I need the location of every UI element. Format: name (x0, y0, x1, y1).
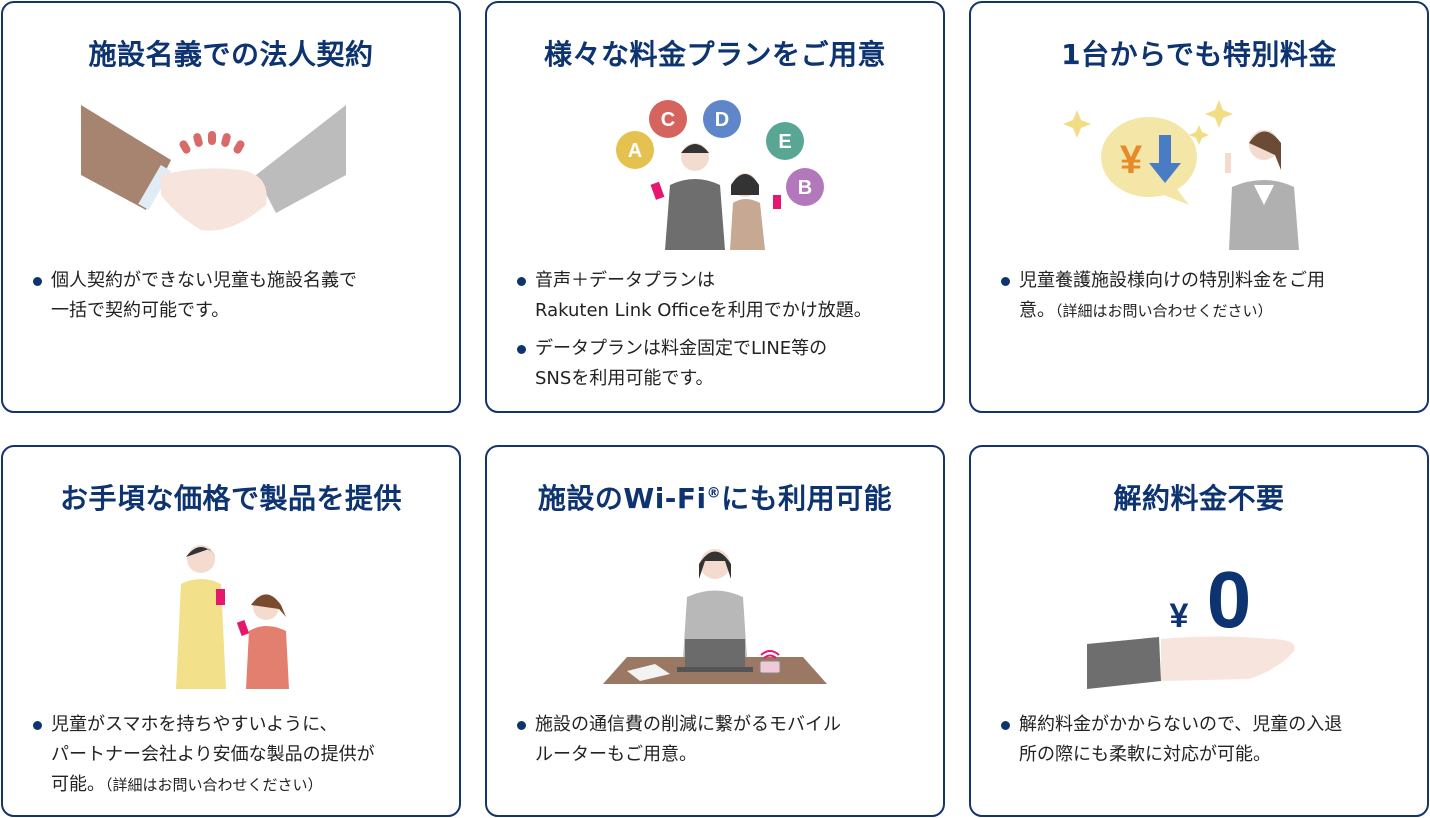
bullet-note: （詳細はお問い合わせください） (105, 776, 323, 794)
bullet-line-text: 意。 (1019, 300, 1055, 321)
card-title: 施設名義での法人契約 (88, 38, 374, 71)
bullet-item: 個人契約ができない児童も施設名義で一括で契約可能です。 (31, 266, 447, 326)
bullet-list: 児童養護施設様向けの特別料金をご用意。（詳細はお問い合わせください） (999, 266, 1415, 334)
yen-icon: ¥ (1170, 597, 1189, 635)
card-special-price: 1台からでも特別料金 ¥ 児童養護施設様向けの特別料金をご用意。（詳細はお問い合… (969, 1, 1429, 413)
card-title: お手頃な価格で製品を提供 (59, 482, 402, 515)
desk-router-illustration (603, 549, 827, 684)
card-title: 1台からでも特別料金 (1061, 38, 1337, 71)
bullet-item: 施設の通信費の削減に繋がるモバイルルーターもご用意。 (515, 710, 931, 770)
bullet-dot-icon (1001, 721, 1010, 730)
bullet-dot-icon (1001, 277, 1010, 286)
yen-icon: ¥ (1120, 138, 1143, 182)
bullet-line: 個人契約ができない児童も施設名義で (51, 270, 357, 291)
bullet-line: 児童養護施設様向けの特別料金をご用 (1019, 270, 1325, 291)
bullet-line: 児童がスマホを持ちやすいように、 (51, 714, 338, 735)
bullet-dot-icon (517, 345, 526, 354)
card-title: 施設のWi-Fi®にも利用可能 (487, 477, 943, 517)
parent-child-illustration (176, 545, 289, 689)
bullet-line: 一括で契約可能です。 (51, 300, 230, 321)
bullet-line: SNSを利用可能です。 (535, 368, 714, 389)
bullet-line: 可能。（詳細はお問い合わせください） (51, 770, 447, 800)
bullet-line: データプランは料金固定でLINE等の (535, 338, 828, 359)
card-title: 様々な料金プランをご用意 (543, 38, 886, 71)
zero-amount: 0 (1207, 555, 1252, 644)
bullet-line: ルーターもご用意。 (535, 744, 697, 765)
bullet-dot-icon (517, 277, 526, 286)
bullet-line: Rakuten Link Officeを利用でかけ放題。 (535, 300, 872, 321)
bullet-line: 意。（詳細はお問い合わせください） (1019, 296, 1415, 326)
bullet-item: 音声＋データプランは Rakuten Link Officeを利用でかけ放題。 (515, 266, 931, 326)
bullet-line: 音声＋データプランは (535, 270, 715, 291)
card-corporate-contract: 施設名義での法人契約 個人契約ができない児童も施設名義で一括で契約可能です。 (1, 1, 461, 413)
card-price-plans: 様々な料金プランをご用意 A C D E B 音声＋データプランは Rakuten… (485, 1, 945, 413)
zero-yen-illustration: ¥ 0 (1087, 555, 1295, 689)
bullet-line: パートナー会社より安価な製品の提供が (51, 744, 375, 765)
bullet-list: 個人契約ができない児童も施設名義で一括で契約可能です。 (31, 266, 447, 334)
title-text: にも利用可能 (721, 482, 893, 515)
bullet-dot-icon (517, 721, 526, 730)
bubble-a: A (628, 140, 642, 162)
bubble-c: C (661, 109, 675, 131)
bubble-d: D (715, 109, 729, 131)
bullet-list: 施設の通信費の削減に繋がるモバイルルーターもご用意。 (515, 710, 931, 778)
bubble-b: B (798, 177, 812, 199)
bullet-dot-icon (33, 277, 42, 286)
bullet-list: 児童がスマホを持ちやすいように、パートナー会社より安価な製品の提供が可能。（詳細… (31, 710, 447, 808)
card-affordable-products: お手頃な価格で製品を提供 児童がスマホを持ちやすいように、パートナー会社より安価… (1, 445, 461, 817)
bullet-list: 音声＋データプランは Rakuten Link Officeを利用でかけ放題。 デ… (515, 266, 931, 402)
card-title: 解約料金不要 (1113, 482, 1285, 515)
title-text: 施設のWi-Fi (537, 482, 707, 515)
card-wifi: 施設のWi-Fi®にも利用可能 施設の通信費の削減に繋がるモバイルルーターもご用… (485, 445, 945, 817)
bullet-note: （詳細はお問い合わせください） (1055, 302, 1273, 320)
handshake-illustration (81, 105, 346, 231)
bubble-e: E (778, 131, 791, 153)
bullet-line: 施設の通信費の削減に繋がるモバイル (535, 714, 841, 735)
bullet-line: 解約料金がかからないので、児童の入退 (1019, 714, 1343, 735)
price-down-illustration: ¥ (1063, 100, 1299, 250)
bullet-item: 児童がスマホを持ちやすいように、パートナー会社より安価な製品の提供が可能。（詳細… (31, 710, 447, 800)
bullet-item: データプランは料金固定でLINE等の SNSを利用可能です。 (515, 334, 931, 394)
bullet-item: 解約料金がかからないので、児童の入退所の際にも柔軟に対応が可能。 (999, 710, 1415, 770)
card-no-cancellation-fee: 解約料金不要 ¥ 0 解約料金がかからないので、児童の入退所の際にも柔軟に対応が… (969, 445, 1429, 817)
plans-illustration: A C D E B (616, 100, 824, 250)
registered-mark: ® (706, 485, 722, 502)
bullet-dot-icon (33, 721, 42, 730)
bullet-line-text: 可能。 (51, 774, 105, 795)
bullet-item: 児童養護施設様向けの特別料金をご用意。（詳細はお問い合わせください） (999, 266, 1415, 326)
bullet-line: 所の際にも柔軟に対応が可能。 (1019, 744, 1271, 765)
bullet-list: 解約料金がかからないので、児童の入退所の際にも柔軟に対応が可能。 (999, 710, 1415, 778)
